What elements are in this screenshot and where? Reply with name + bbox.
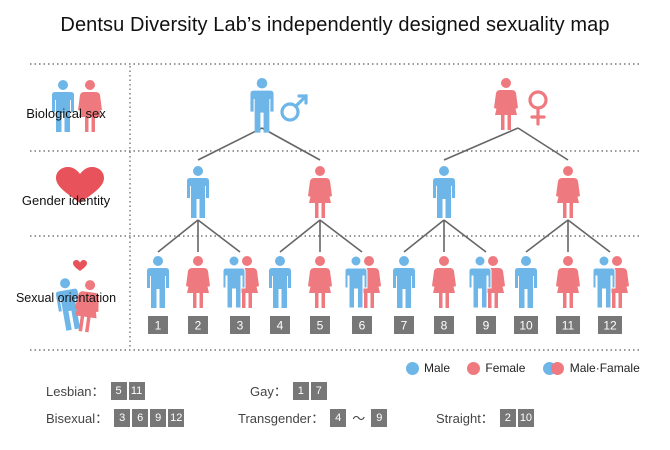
- range-tilde: 〜: [352, 411, 366, 426]
- orientation-male-figure: [393, 256, 415, 308]
- row-label-biological-sex: Biological sex: [26, 106, 106, 121]
- orientation-male-figure: [515, 256, 537, 308]
- summary-label: Bisexual：: [46, 411, 109, 426]
- orientation-both-figure: [344, 255, 381, 309]
- svg-text:12: 12: [603, 319, 617, 333]
- number-tag: 5: [110, 381, 127, 400]
- identity-female-figure: [308, 166, 332, 218]
- orientation-both-figure: [222, 255, 259, 309]
- number-box: 9: [476, 316, 496, 334]
- orientation-female-figure: [308, 256, 332, 308]
- legend: Male Female Male·Famale: [392, 361, 640, 378]
- number-box: 3: [230, 316, 250, 334]
- number-tag: 3: [114, 408, 131, 427]
- heart-icon: [56, 167, 104, 203]
- biological-female-figure: [494, 78, 518, 130]
- summary-label: Lesbian：: [46, 384, 105, 399]
- mars-icon: [280, 94, 308, 122]
- female-dot-icon: [467, 361, 481, 375]
- svg-text:10: 10: [519, 319, 533, 333]
- biological-male-figure: [250, 78, 274, 133]
- svg-text:2: 2: [195, 319, 202, 333]
- orientation-female-figure: [556, 256, 580, 308]
- number-tag: 7: [310, 381, 327, 400]
- number-tag: 6: [132, 408, 149, 427]
- number-tag: 11: [128, 381, 145, 400]
- number-tag: 9: [371, 408, 388, 427]
- svg-text:3: 3: [237, 319, 244, 333]
- row-label-gender-identity: Gender identity: [21, 193, 111, 208]
- summary-straight: Straight： 2 10: [436, 408, 536, 427]
- number-tag: 4: [330, 408, 347, 427]
- orientation-couple-icon: [53, 260, 103, 334]
- small-heart-icon: [73, 260, 87, 271]
- orientation-both-figure: [592, 255, 629, 309]
- svg-text:5: 5: [317, 319, 324, 333]
- male-dot-icon: [406, 361, 419, 375]
- number-tag: 12: [168, 408, 185, 427]
- summary-label: Gay：: [250, 384, 287, 399]
- number-box: 2: [188, 316, 208, 334]
- page-title: Dentsu Diversity Lab’s independently des…: [60, 14, 610, 36]
- tree-connectors: [157, 127, 611, 253]
- summary-label: Transgender：: [238, 411, 325, 426]
- number-box: 4: [270, 316, 290, 334]
- male-female-dot-icon: [542, 361, 565, 375]
- svg-text:6: 6: [359, 319, 366, 333]
- number-box: 1: [148, 316, 168, 334]
- number-box: 12: [598, 316, 622, 334]
- number-box: 10: [514, 316, 538, 334]
- number-tag: 9: [150, 408, 167, 427]
- section-dividers: [30, 63, 640, 351]
- summary-label: Straight：: [436, 411, 494, 426]
- summary-lesbian: Lesbian： 5 11: [46, 381, 147, 400]
- number-box: 11: [556, 316, 580, 334]
- svg-text:9: 9: [483, 319, 490, 333]
- number-box: 5: [310, 316, 330, 334]
- svg-text:7: 7: [401, 319, 408, 333]
- legend-male-female-label: Male·Famale: [569, 361, 640, 375]
- orientation-both-figure: [468, 255, 505, 309]
- orientation-female-figure: [432, 256, 456, 308]
- number-tag: 10: [517, 408, 535, 427]
- orientation-male-figure: [269, 256, 291, 308]
- identity-male-figure: [187, 166, 209, 218]
- svg-text:8: 8: [441, 319, 448, 333]
- orientation-female-figure: [186, 256, 210, 308]
- identity-male-figure: [433, 166, 455, 218]
- legend-female: Female: [467, 361, 525, 375]
- legend-male-label: Male: [424, 361, 451, 375]
- venus-icon: [528, 90, 548, 126]
- orientation-figures: [147, 255, 629, 309]
- number-labels: 1 2 3 4 5 6 7 8 9 10 11 12: [148, 316, 622, 334]
- legend-female-label: Female: [485, 361, 526, 375]
- svg-text:4: 4: [277, 319, 284, 333]
- row-label-sexual-orientation: Sexual orientation: [15, 291, 117, 305]
- identity-female-figure: [556, 166, 580, 218]
- summary-bisexual: Bisexual： 3 6 9 12: [46, 408, 186, 427]
- number-box: 7: [394, 316, 414, 334]
- number-tag: 1: [292, 381, 309, 400]
- legend-male-female: Male·Famale: [542, 361, 640, 375]
- orientation-male-figure: [147, 256, 169, 308]
- number-box: 6: [352, 316, 372, 334]
- number-box: 8: [434, 316, 454, 334]
- number-tag: 2: [499, 408, 516, 427]
- summary-gay: Gay： 1 7: [250, 381, 329, 400]
- legend-male: Male: [406, 361, 450, 375]
- svg-text:11: 11: [562, 319, 575, 333]
- summary-transgender: Transgender： 4 〜 9: [238, 408, 389, 427]
- svg-text:1: 1: [155, 319, 162, 333]
